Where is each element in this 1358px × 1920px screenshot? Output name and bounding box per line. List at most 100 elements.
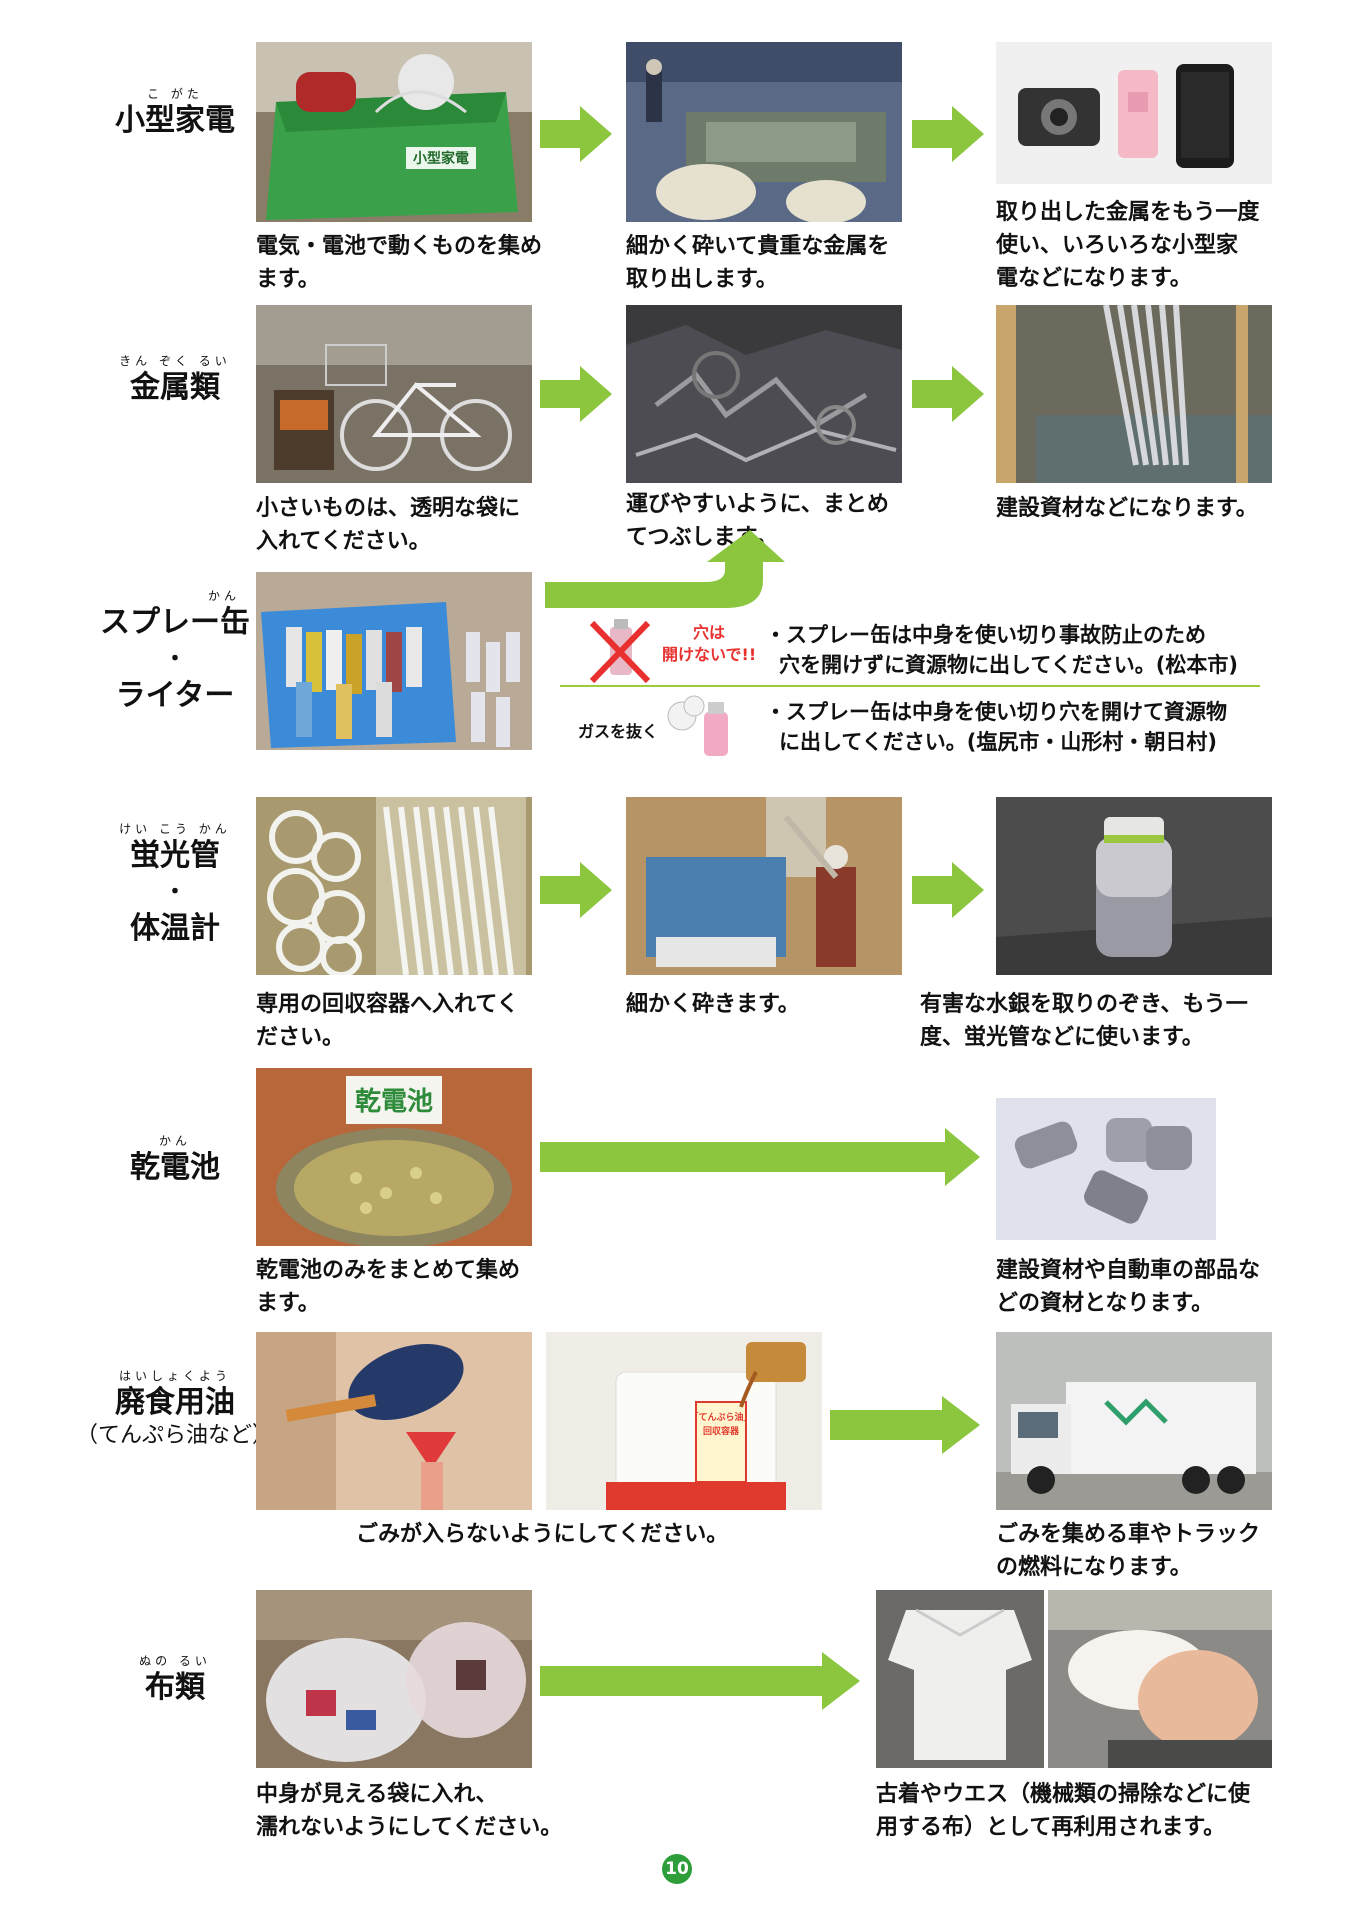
arrow-long-right-icon bbox=[540, 1128, 980, 1186]
photo-steel-pipes bbox=[996, 305, 1272, 483]
caption-line: 有害な水銀を取りのぞき、もう一 bbox=[920, 992, 1248, 1017]
tank-label: 「てんぷら油」 bbox=[689, 1411, 752, 1423]
caption-line: 使い、いろいろな小型家 bbox=[996, 233, 1239, 258]
caption-line: ださい。 bbox=[256, 1025, 345, 1050]
photo-clothes-bags bbox=[256, 1590, 532, 1768]
caption: 建設資材などになります。 bbox=[996, 492, 1286, 525]
category-spray-lighter: かん スプレー缶 ・ ライター bbox=[70, 590, 280, 714]
category-name: スプレー缶 bbox=[100, 605, 250, 640]
separator-dot: ・ bbox=[163, 646, 186, 672]
furigana: かん bbox=[158, 1134, 191, 1148]
divider bbox=[560, 685, 1260, 687]
caption-line: の燃料になります。 bbox=[996, 1555, 1192, 1580]
category-dry-battery: かん 乾電池 bbox=[70, 1135, 280, 1187]
bucket-label: 乾電池 bbox=[355, 1087, 433, 1117]
caption-line: 用する布）として再利用されます。 bbox=[876, 1815, 1226, 1840]
photo-oil-collection-tank: 「てんぷら油」 回収容器 bbox=[546, 1332, 822, 1510]
furigana: けい こう かん bbox=[119, 822, 231, 836]
caption-line: どの資材となります。 bbox=[996, 1291, 1214, 1316]
caption: 古着やウエス（機械類の掃除などに使 用する布）として再利用されます。 bbox=[876, 1778, 1296, 1844]
page-number: 10 bbox=[662, 1854, 692, 1884]
caption-line: 小さいものは、透明な袋に bbox=[256, 496, 521, 521]
no-puncture-warning-icon bbox=[589, 619, 651, 684]
caption-line: ます。 bbox=[256, 267, 320, 292]
spray-can-gas-icon bbox=[667, 695, 728, 756]
photo-metal-ingots bbox=[996, 1098, 1216, 1240]
category-small-appliances: こ がた 小型家電 bbox=[70, 88, 280, 140]
category-name-2: ライター bbox=[115, 677, 235, 713]
category-sub: （てんぷら油など） bbox=[75, 1422, 274, 1448]
caption-line: 度、蛍光管などに使います。 bbox=[920, 1025, 1204, 1050]
note-line: に出してください。(塩尻市・山形村・朝日村) bbox=[779, 730, 1217, 754]
caption-line: 建設資材や自動車の部品な bbox=[996, 1258, 1261, 1283]
caption: 有害な水銀を取りのぞき、もう一 度、蛍光管などに使います。 bbox=[920, 988, 1280, 1054]
arrow-right-icon bbox=[540, 366, 612, 422]
caption-line: 濡れないようにしてください。 bbox=[256, 1815, 563, 1840]
caption: 専用の回収容器へ入れてく ださい。 bbox=[256, 988, 546, 1054]
warning-line: 開けないで!! bbox=[662, 645, 757, 664]
caption-line: 専用の回収容器へ入れてく bbox=[256, 992, 519, 1017]
photo-hand-wiping bbox=[1048, 1590, 1272, 1768]
note-line: ・スプレー缶は中身を使い切り事故防止のため bbox=[765, 623, 1206, 647]
gas-release-label: ガスを抜く bbox=[578, 722, 659, 741]
category-waste-oil: はいしょくよう 廃食用油 （てんぷら油など） bbox=[70, 1370, 280, 1449]
caption-line: 乾電池のみをまとめて集め bbox=[256, 1258, 521, 1283]
caption-line: 細かく砕いて貴重な金属を bbox=[626, 234, 890, 259]
note-line: 穴を開けずに資源物に出してください。(松本市) bbox=[779, 653, 1238, 677]
arrow-right-icon bbox=[912, 366, 984, 422]
caption: 乾電池のみをまとめて集め ます。 bbox=[256, 1254, 546, 1320]
note-line: ・スプレー缶は中身を使い切り穴を開けて資源物 bbox=[765, 700, 1227, 724]
caption: 電気・電池で動くものを集め ます。 bbox=[256, 230, 546, 296]
caption-line: 入れてください。 bbox=[256, 529, 431, 554]
separator-dot: ・ bbox=[163, 879, 186, 905]
caption: 取り出した金属をもう一度 使い、いろいろな小型家 電などになります。 bbox=[996, 196, 1286, 295]
spray-note-matsumoto: ・スプレー缶は中身を使い切り事故防止のため 穴を開けずに資源物に出してください。… bbox=[765, 620, 1265, 680]
photo-bicycle-heater bbox=[256, 305, 532, 483]
category-cloth: ぬの るい 布類 bbox=[70, 1655, 280, 1707]
photo-fluorescent-tubes bbox=[256, 797, 532, 975]
photo-mercury-jar bbox=[996, 797, 1272, 975]
caption: 細かく砕きます。 bbox=[626, 988, 916, 1021]
category-fluorescent: けい こう かん 蛍光管 ・ 体温計 bbox=[70, 823, 280, 947]
photo-crusher-machine bbox=[626, 797, 902, 975]
tank-label: 回収容器 bbox=[703, 1425, 740, 1437]
photo-pouring-oil-pan bbox=[256, 1332, 532, 1510]
furigana: ぬの るい bbox=[139, 1654, 211, 1668]
photo-shredder-factory bbox=[626, 42, 902, 222]
caption: ごみを集める車やトラック の燃料になります。 bbox=[996, 1518, 1286, 1584]
caption: 細かく砕いて貴重な金属を 取り出します。 bbox=[626, 230, 916, 296]
caption-line: 取り出します。 bbox=[626, 267, 778, 292]
caption: 建設資材や自動車の部品な どの資材となります。 bbox=[996, 1254, 1286, 1320]
photo-camera-phones bbox=[996, 42, 1272, 184]
furigana: こ がた bbox=[147, 87, 203, 101]
arrow-right-icon bbox=[830, 1396, 980, 1454]
furigana: きん ぞく るい bbox=[119, 354, 231, 368]
caption-line: 電などになります。 bbox=[996, 266, 1192, 291]
caption-line: ごみを集める車やトラック bbox=[996, 1522, 1261, 1547]
caption: ごみが入らないようにしてください。 bbox=[356, 1518, 776, 1551]
caption-line: 古着やウエス（機械類の掃除などに使 bbox=[876, 1782, 1251, 1807]
photo-garbage-truck bbox=[996, 1332, 1272, 1510]
caption-line: 中身が見える袋に入れ、 bbox=[256, 1782, 498, 1807]
category-metals: きん ぞく るい 金属類 bbox=[70, 355, 280, 407]
arrow-long-right-icon bbox=[540, 1652, 860, 1710]
category-name: 廃食用油 bbox=[115, 1385, 235, 1420]
caption-line: 細かく砕きます。 bbox=[626, 992, 800, 1017]
warning-line: 穴は bbox=[693, 623, 726, 642]
furigana: はいしょくよう bbox=[118, 1369, 231, 1383]
spray-note-shiojiri: ・スプレー缶は中身を使い切り穴を開けて資源物 に出してください。(塩尻市・山形村… bbox=[765, 697, 1265, 757]
category-name: 乾電池 bbox=[130, 1150, 220, 1185]
no-puncture-warning: 穴は 開けないで!! bbox=[662, 622, 756, 666]
arrow-right-icon bbox=[912, 106, 984, 162]
photo-crushed-metal bbox=[626, 305, 902, 483]
furigana: かん bbox=[207, 589, 240, 603]
category-name: 布類 bbox=[145, 1670, 205, 1705]
caption-line: 建設資材などになります。 bbox=[996, 496, 1258, 521]
photo-spray-cans-basket bbox=[256, 572, 532, 750]
caption-line: 取り出した金属をもう一度 bbox=[996, 200, 1260, 225]
photo-appliance-crate: 小型家電 bbox=[256, 42, 532, 222]
crate-label: 小型家電 bbox=[413, 150, 469, 167]
category-name: 小型家電 bbox=[115, 103, 235, 138]
photo-old-clothes bbox=[876, 1590, 1044, 1768]
caption-line: 運びやすいように、まとめ bbox=[626, 492, 889, 517]
